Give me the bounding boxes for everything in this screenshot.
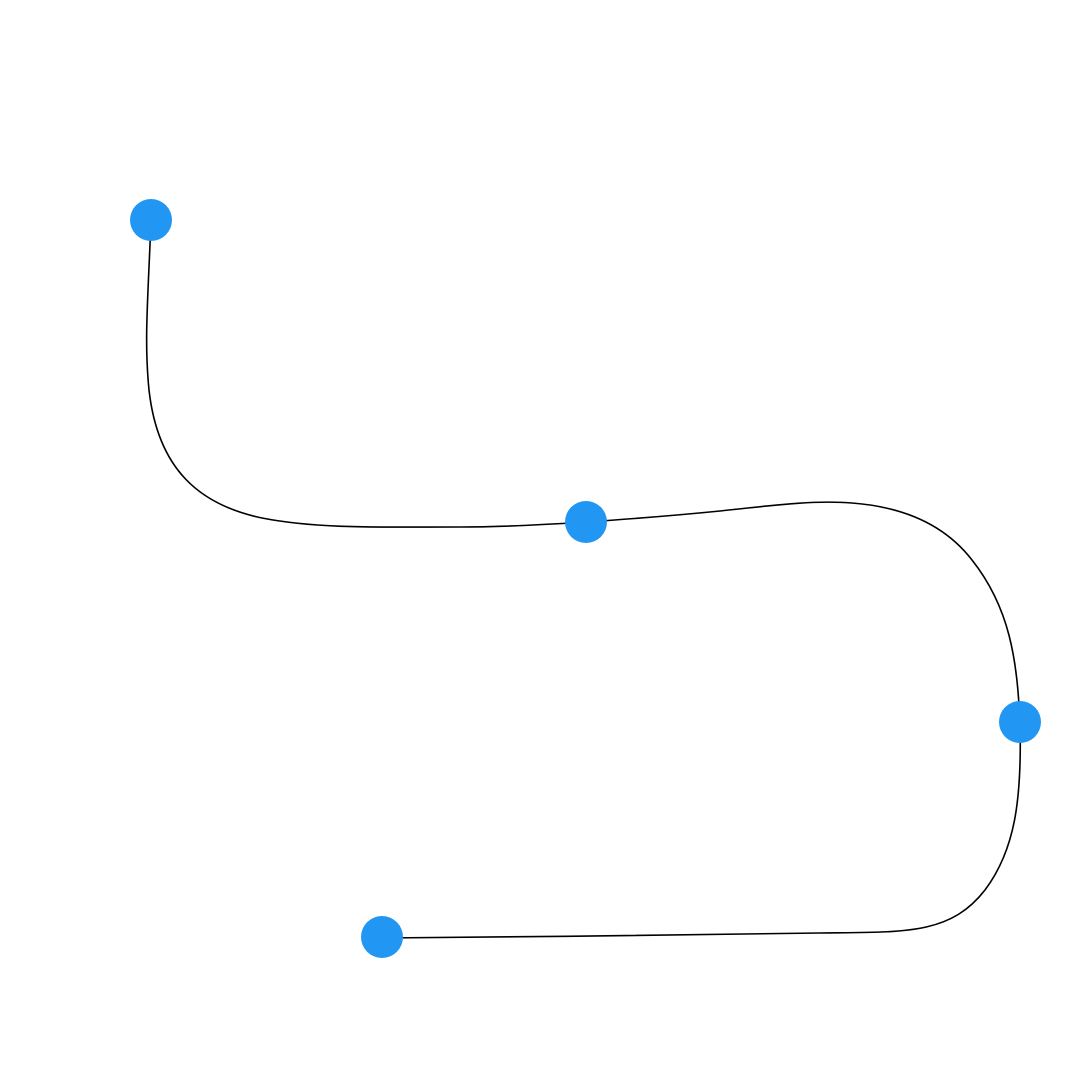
- edges-layer: [145, 219, 1022, 939]
- node-2[interactable]: [565, 501, 607, 543]
- node-1[interactable]: [130, 199, 172, 241]
- edge-node-1-node-2: [145, 219, 587, 528]
- edge-node-3-node-4: [381, 721, 1022, 939]
- nodes-layer: [130, 199, 1041, 958]
- node-3[interactable]: [999, 701, 1041, 743]
- edge-node-2-node-3: [585, 501, 1021, 723]
- node-4[interactable]: [361, 916, 403, 958]
